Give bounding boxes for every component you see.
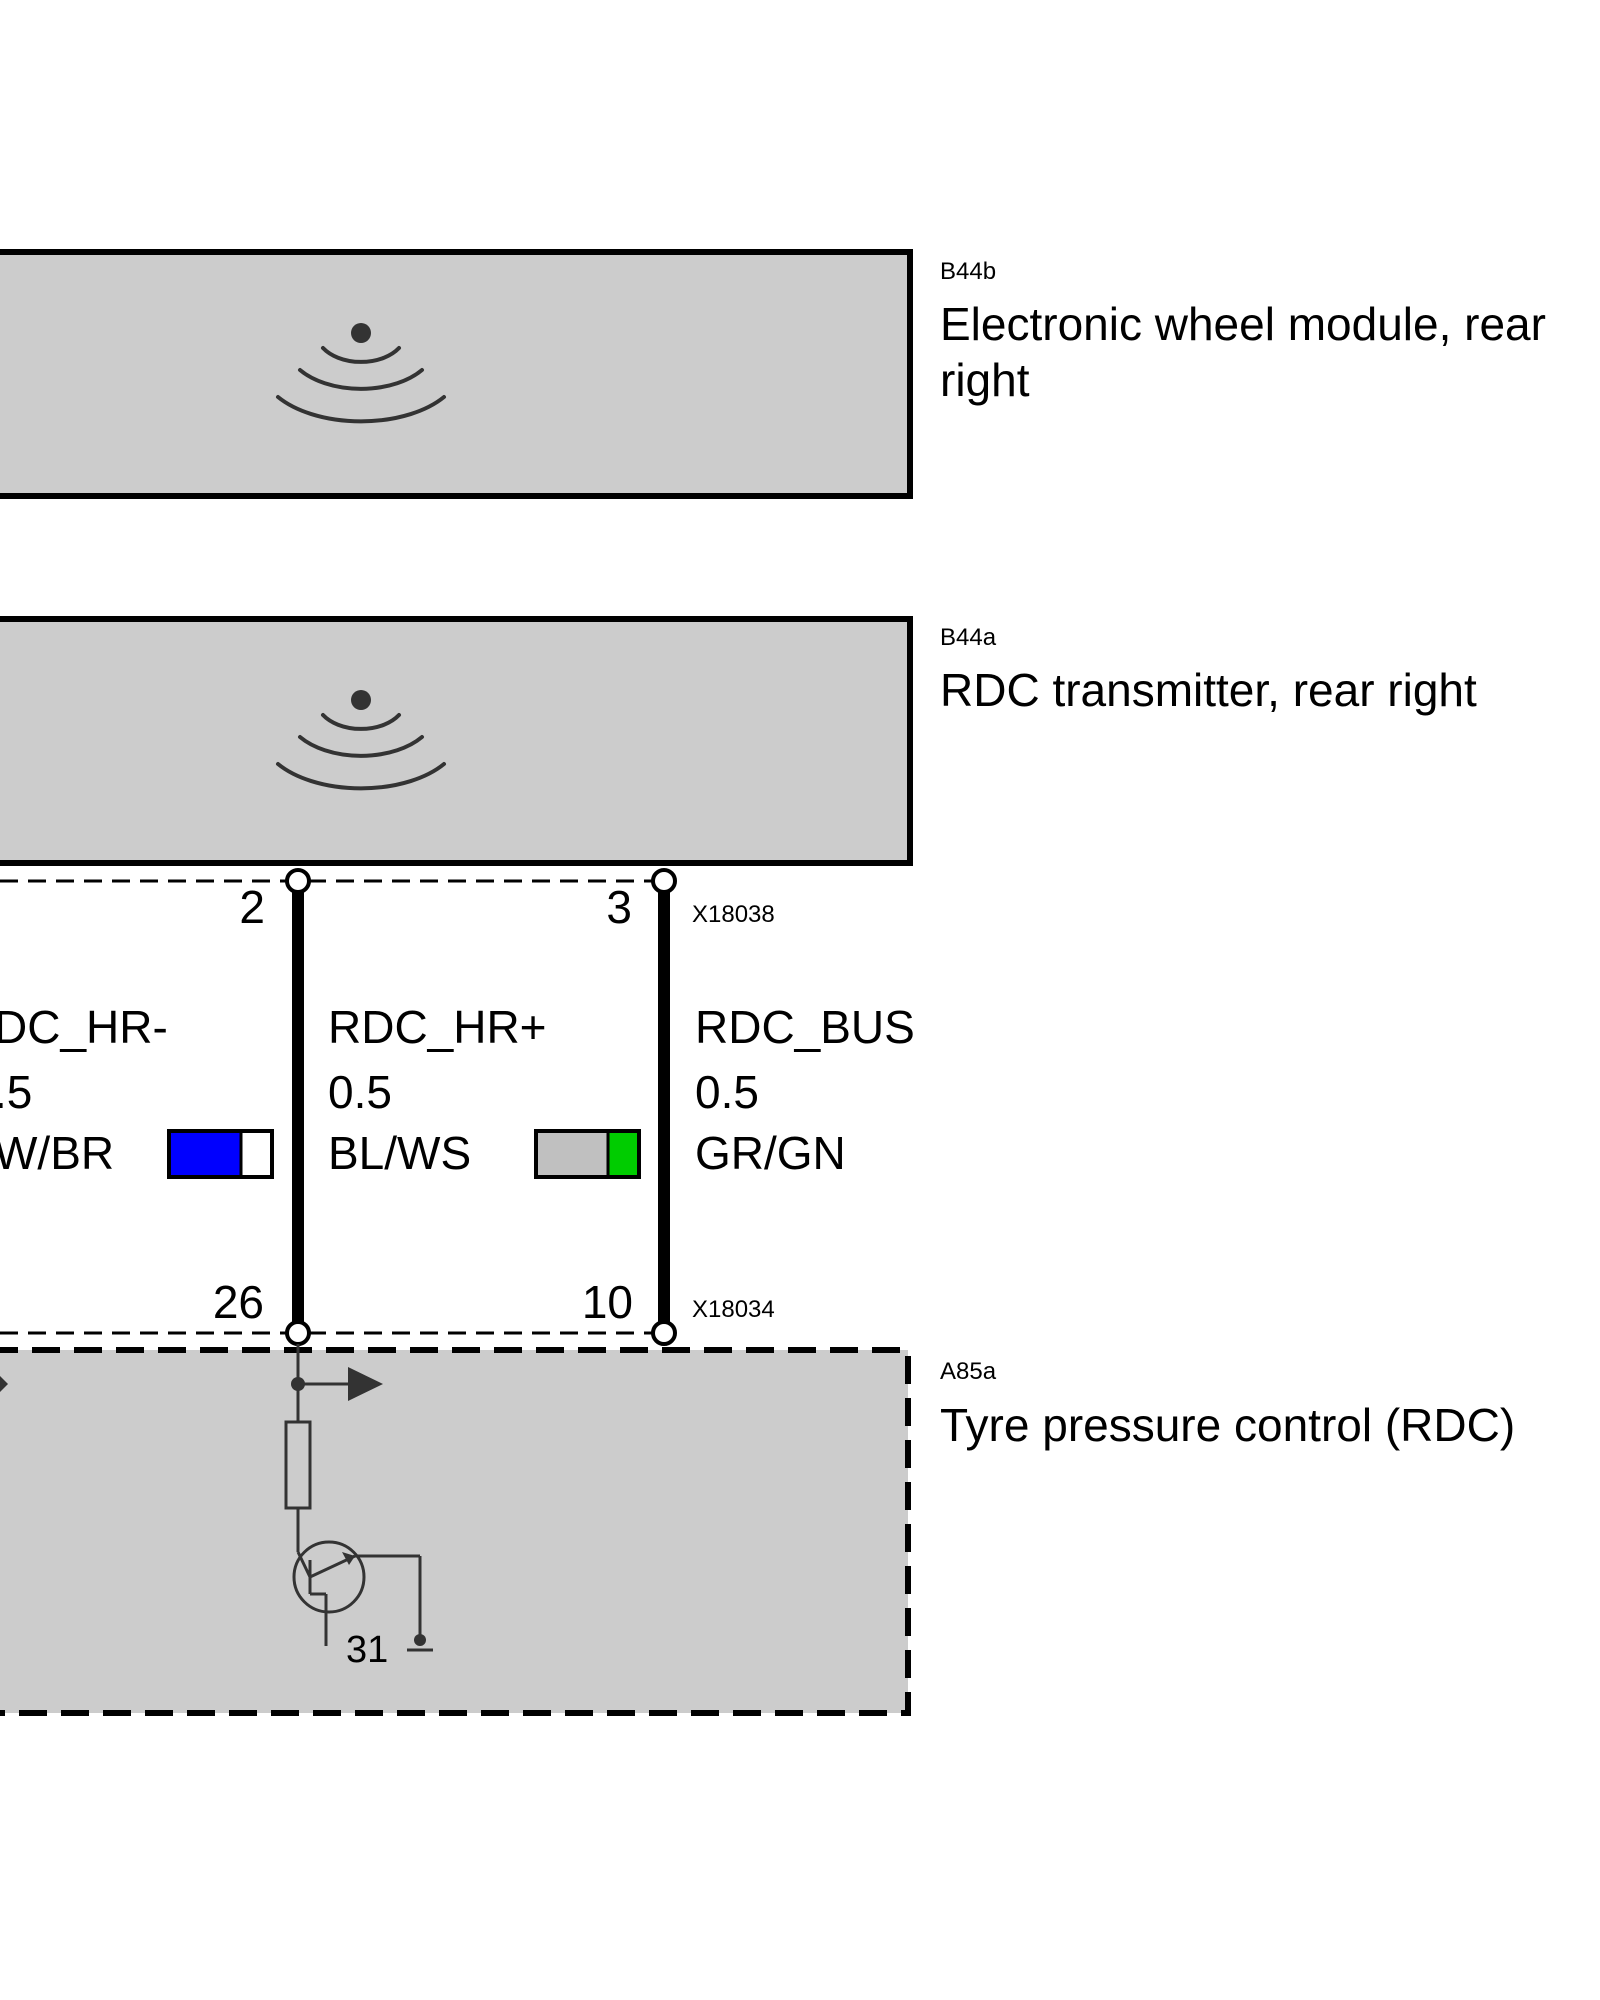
internal-circuit [284, 1344, 433, 1652]
transmitter-code: B44a [940, 624, 997, 651]
control-unit-box [0, 1347, 911, 1716]
pin-label: 10 [582, 1276, 633, 1328]
wireless-signal-icon [276, 323, 446, 424]
top-connector-code: X18038 [692, 901, 775, 928]
pin-label: 3 [606, 881, 632, 933]
wire-cross-section: 0.5 [695, 1066, 759, 1118]
transmitter-box [0, 616, 913, 866]
wire-color-swatch [167, 1129, 274, 1179]
wire-signal-name: RDC_BUS [695, 1001, 915, 1053]
arrow-icon [0, 1376, 8, 1392]
transmitter-component[interactable] [0, 616, 913, 866]
wheel-module-name-line1: Electronic wheel module, rear [940, 298, 1546, 350]
wire-color-code: BL/WS [328, 1127, 471, 1179]
wire-color-swatch [534, 1129, 641, 1179]
wire-color-code: W/BR [0, 1127, 114, 1179]
wheel-module-box [0, 249, 913, 499]
wire-signal-name: DC_HR- [0, 1001, 168, 1053]
output-arrow-icon [348, 1367, 383, 1401]
control-unit-code: A85a [940, 1358, 997, 1385]
pin-label: 26 [213, 1276, 264, 1328]
control-unit-name: Tyre pressure control (RDC) [940, 1399, 1515, 1451]
wireless-signal-icon [276, 690, 446, 791]
transmitter-name: RDC transmitter, rear right [940, 664, 1477, 716]
wheel-module-code: B44b [940, 258, 996, 285]
pin-label: 2 [239, 881, 265, 933]
bottom-connector-code: X18034 [692, 1296, 775, 1323]
transistor-symbol [292, 1540, 422, 1646]
wire-cross-section: 0.5 [328, 1066, 392, 1118]
control-unit-component[interactable] [0, 1347, 911, 1716]
wire-cross-section: .5 [0, 1066, 32, 1118]
ground-icon [407, 1634, 433, 1652]
ground-terminal-label: 31 [346, 1629, 388, 1671]
top-connector [0, 868, 677, 894]
wire-signal-name: RDC_HR+ [328, 1001, 547, 1053]
wheel-module-name-line2: right [940, 354, 1030, 406]
wire-color-code: GR/GN [695, 1127, 846, 1179]
wheel-module-component[interactable] [0, 249, 913, 499]
